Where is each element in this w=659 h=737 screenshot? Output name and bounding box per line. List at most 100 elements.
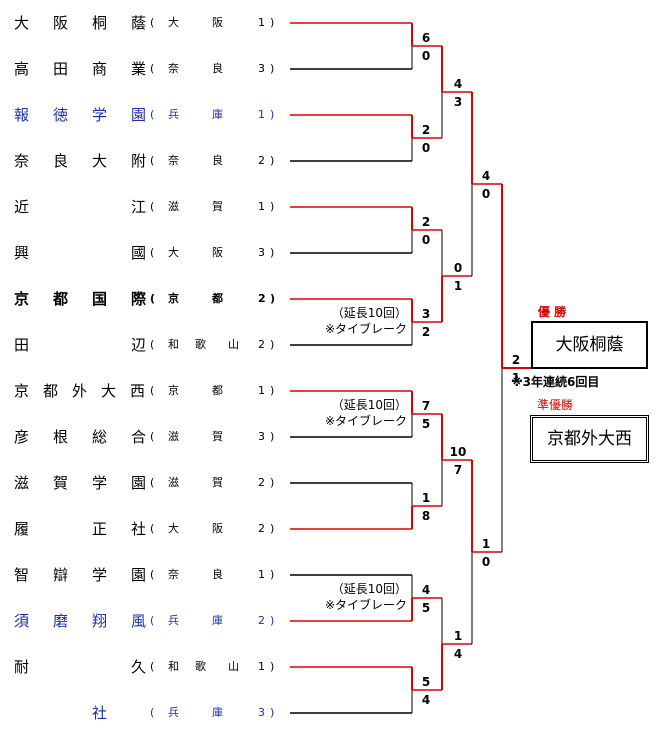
prefecture-part: 滋 bbox=[168, 200, 179, 213]
team-name-char: 田 bbox=[53, 60, 69, 78]
team-name-char: 園 bbox=[131, 474, 147, 492]
prefecture-part: ( bbox=[150, 476, 155, 489]
score-r2: 4 bbox=[454, 77, 462, 91]
prefecture-part: ( bbox=[150, 568, 155, 581]
prefecture-part: ) bbox=[270, 522, 275, 535]
score-r1: 2 bbox=[422, 325, 430, 339]
prefecture-part: ( bbox=[150, 522, 155, 535]
team-name-char: 久 bbox=[131, 658, 147, 676]
team-name-char: 賀 bbox=[53, 474, 69, 492]
extra-innings-note: （延長10回） bbox=[332, 306, 407, 320]
prefecture-part: ) bbox=[270, 292, 276, 305]
prefecture-part: ) bbox=[270, 108, 275, 121]
prefecture-part: 良 bbox=[212, 154, 223, 167]
team-name-char: 附 bbox=[131, 152, 147, 170]
prefecture-part: 兵 bbox=[168, 108, 179, 121]
prefecture-part: ( bbox=[150, 246, 155, 259]
prefecture-part: 賀 bbox=[212, 200, 223, 213]
prefecture-part: 賀 bbox=[212, 430, 223, 443]
prefecture-part: 2 bbox=[258, 154, 265, 167]
prefecture-part: 滋 bbox=[168, 476, 179, 489]
score-r1: 5 bbox=[422, 417, 430, 431]
team-name-char: 須 bbox=[14, 612, 30, 630]
team-name-char: 都 bbox=[53, 290, 69, 308]
prefecture-part: ( bbox=[150, 62, 155, 75]
team-name-char: 興 bbox=[14, 244, 30, 262]
champion-name: 大阪桐蔭 bbox=[555, 335, 624, 355]
prefecture-part: 3 bbox=[258, 246, 265, 259]
prefecture-part: ( bbox=[150, 384, 155, 397]
prefecture-part: 阪 bbox=[212, 16, 223, 29]
score-r2: 1 bbox=[454, 629, 462, 643]
team-name-char: 磨 bbox=[53, 612, 69, 630]
prefecture-part: 1 bbox=[258, 200, 265, 213]
team-name-char: 風 bbox=[131, 612, 147, 630]
prefecture-part: 奈 bbox=[168, 568, 179, 581]
team-name-char: 根 bbox=[53, 428, 69, 446]
prefecture-part: 3 bbox=[258, 62, 265, 75]
team-name-char: 社 bbox=[92, 704, 108, 722]
prefecture-part: 1 bbox=[258, 384, 265, 397]
team-name-char: 園 bbox=[131, 566, 147, 584]
score-r2: 1 bbox=[454, 279, 462, 293]
team-name-char: 西 bbox=[130, 382, 146, 400]
prefecture-part: ( bbox=[150, 614, 155, 627]
score-r3: 0 bbox=[482, 555, 490, 569]
team-name-char: 大 bbox=[14, 14, 30, 32]
prefecture-part: 滋 bbox=[168, 430, 179, 443]
team-name-char: 園 bbox=[131, 106, 147, 124]
prefecture-part: 都 bbox=[212, 384, 223, 397]
prefecture-part: 1 bbox=[258, 16, 265, 29]
prefecture-part: 大 bbox=[168, 16, 179, 29]
team-name-char: 社 bbox=[131, 520, 147, 538]
prefecture-part: 山 bbox=[228, 338, 239, 351]
prefecture-part: ) bbox=[270, 568, 275, 581]
team-name-char: 履 bbox=[14, 520, 30, 538]
team-name-char: 良 bbox=[53, 152, 69, 170]
team-name-char: 都 bbox=[43, 382, 59, 400]
champion-box: 大阪桐蔭 bbox=[531, 321, 648, 369]
score-final: 2 bbox=[512, 353, 520, 367]
prefecture-part: 阪 bbox=[212, 246, 223, 259]
team-name-char: 正 bbox=[92, 520, 108, 538]
team-name-char: 大 bbox=[101, 382, 117, 400]
prefecture-part: ( bbox=[150, 108, 155, 121]
prefecture-part: ) bbox=[270, 246, 275, 259]
prefecture-part: ) bbox=[270, 706, 275, 719]
team-name-char: 翔 bbox=[92, 612, 108, 630]
team-name-char: 報 bbox=[14, 106, 30, 124]
team-name-char: 高 bbox=[14, 60, 30, 78]
team-name-char: 江 bbox=[131, 198, 147, 216]
score-r1: 0 bbox=[422, 49, 430, 63]
team-name-char: 智 bbox=[14, 566, 30, 584]
tiebreak-note: ※タイブレーク bbox=[325, 413, 407, 428]
prefecture-part: ( bbox=[150, 430, 155, 443]
team-name-char: 国 bbox=[92, 290, 108, 308]
team-name-char: 奈 bbox=[14, 152, 30, 170]
prefecture-part: 良 bbox=[212, 568, 223, 581]
team-name-char: 蔭 bbox=[131, 14, 147, 32]
team-name-char: 学 bbox=[92, 106, 108, 124]
team-name-char: 業 bbox=[131, 60, 147, 78]
score-final: 1 bbox=[512, 371, 520, 385]
score-r2: 7 bbox=[454, 463, 462, 477]
prefecture-part: ) bbox=[270, 16, 275, 29]
score-r3: 1 bbox=[482, 537, 490, 551]
prefecture-part: 歌 bbox=[195, 660, 206, 673]
extra-innings-note: （延長10回） bbox=[332, 582, 407, 596]
prefecture-part: 都 bbox=[212, 292, 223, 305]
runner-up-label: 準優勝 bbox=[537, 398, 574, 412]
prefecture-part: ( bbox=[150, 154, 155, 167]
prefecture-part: 賀 bbox=[212, 476, 223, 489]
team-name-char: 辯 bbox=[53, 566, 69, 584]
prefecture-part: 大 bbox=[168, 522, 179, 535]
score-r1: 4 bbox=[422, 693, 430, 707]
champion-note: ※3年連続6回目 bbox=[511, 375, 600, 389]
prefecture-part: ) bbox=[270, 430, 275, 443]
score-r1: 5 bbox=[422, 675, 430, 689]
score-r1: 5 bbox=[422, 601, 430, 615]
prefecture-part: 奈 bbox=[168, 154, 179, 167]
team-name-char: 國 bbox=[131, 244, 147, 262]
